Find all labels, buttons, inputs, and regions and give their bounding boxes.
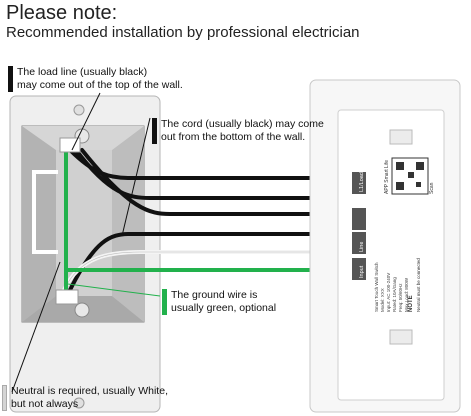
switch-app-label: APP Smart Life — [384, 160, 390, 194]
page-subtitle: Recommended installation by professional… — [6, 24, 360, 41]
neutral-loop — [32, 170, 58, 254]
ground-marker — [162, 289, 167, 315]
ground-text-2: usually green, optional — [171, 302, 277, 314]
neutral-marker — [2, 385, 7, 411]
electrical-box — [21, 125, 145, 323]
terminal-l2 — [352, 208, 366, 230]
cord-leader — [121, 117, 151, 237]
switch-side-text-4: Freq: 50/60Hz — [398, 283, 403, 312]
switch-terminal-label-2: Input — [359, 265, 365, 278]
neutral-leader — [11, 261, 61, 393]
cord-marker — [152, 118, 157, 144]
switch-side-text-3: Rated: 10A/Gang — [392, 277, 397, 312]
cord-text-2: out from the bottom of the wall. — [161, 131, 306, 143]
load-leader — [71, 92, 101, 151]
page-title: Please note: — [6, 2, 118, 24]
switch-side-text-0: Smart Touch Wall Switch — [374, 262, 379, 312]
neutral-text-2: but not always — [11, 398, 79, 410]
load-line-text-1: The load line (usually black) — [17, 66, 148, 78]
switch-terminal-label-0: L1/Load — [359, 172, 365, 192]
cord-callout: The cord (usually black) may come out fr… — [152, 118, 324, 144]
cord-text-1: The cord (usually black) may come — [161, 118, 324, 130]
ground-text-1: The ground wire is — [171, 289, 258, 301]
switch-side-text-2: Input: AC 100-240V — [386, 273, 391, 312]
load-wire-3 — [80, 148, 352, 216]
load-line-text-2: may come out of the top of the wall. — [17, 79, 183, 91]
switch-qr-label: Scan — [429, 182, 435, 194]
switch-note-text: Neutral must be connected — [416, 258, 421, 312]
smart-switch — [309, 79, 461, 413]
terminal-input — [352, 258, 366, 280]
plate-screw-top — [73, 104, 85, 116]
switch-side-text-1: Model: XXX — [380, 288, 385, 312]
switch-side-text-5: Max Load: 800W — [404, 277, 409, 312]
ground-callout: The ground wire is usually green, option… — [162, 289, 276, 315]
switch-note-label: NOTE — [408, 295, 414, 312]
ground-leader — [67, 283, 161, 297]
neutral-text-1: Neutral is required, usually White, — [11, 385, 168, 397]
wires — [55, 137, 352, 305]
neutral-callout: Neutral is required, usually White, but … — [2, 385, 168, 411]
plate-screw-bottom — [73, 397, 85, 409]
load-line-marker — [8, 66, 13, 92]
load-line-callout: The load line (usually black) may come o… — [8, 66, 183, 92]
terminal-line — [352, 232, 366, 254]
switch-terminal-label-1: Line — [359, 242, 365, 252]
cord-wire — [68, 232, 352, 292]
terminal-l1 — [352, 172, 366, 194]
